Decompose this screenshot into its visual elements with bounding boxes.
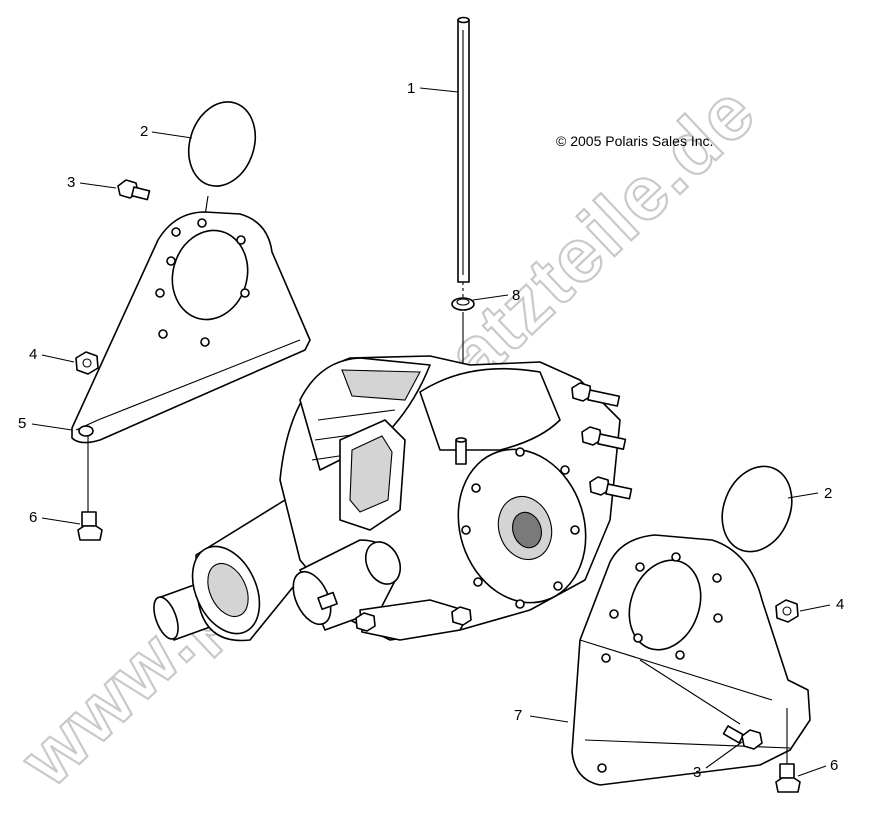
bracket-part-7 xyxy=(571,534,811,786)
tube-part-1 xyxy=(457,16,470,310)
callout-2-lower: 2 xyxy=(824,485,832,502)
bolt-part-6-right xyxy=(775,708,801,793)
callout-5: 5 xyxy=(18,415,26,432)
gearcase-studs xyxy=(355,382,633,632)
callout-3-upper: 3 xyxy=(67,174,75,191)
nut-part-4-left xyxy=(75,351,99,375)
callout-8: 8 xyxy=(512,287,520,304)
leader-lines xyxy=(31,87,831,777)
gearcase-assembly xyxy=(153,355,633,642)
callout-4-right: 4 xyxy=(836,596,844,613)
callout-4-left: 4 xyxy=(29,346,37,363)
nut-part-4-right xyxy=(775,599,799,623)
callout-1: 1 xyxy=(407,80,415,97)
bolt-part-3-upper xyxy=(117,179,151,201)
copyright-notice: © 2005 Polaris Sales Inc. xyxy=(556,133,713,149)
bracket-part-5 xyxy=(71,211,311,444)
bolt-part-3-lower xyxy=(722,725,763,750)
callout-6-left: 6 xyxy=(29,509,37,526)
bolt-part-6-left xyxy=(77,436,103,541)
callout-labels: 1 2 2 3 3 4 4 5 6 6 7 8 xyxy=(18,80,844,781)
callout-3-lower: 3 xyxy=(693,764,701,781)
callout-6-right: 6 xyxy=(830,757,838,774)
callout-2-upper: 2 xyxy=(140,123,148,140)
callout-7: 7 xyxy=(514,707,522,724)
